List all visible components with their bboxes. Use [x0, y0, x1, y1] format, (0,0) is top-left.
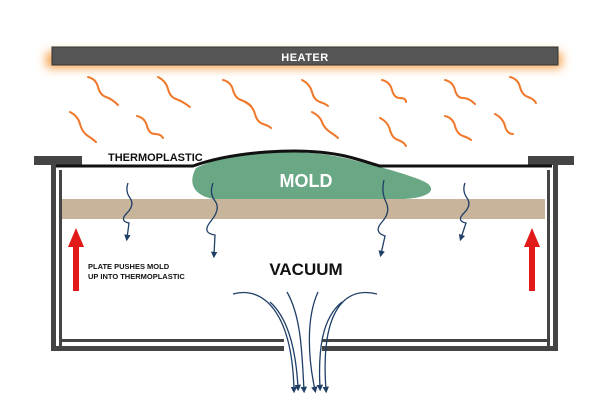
air-flow-arrow-icon: [458, 182, 470, 242]
air-flow-arrow-icon: [322, 292, 378, 394]
air-flow-arrow-icon: [316, 301, 343, 392]
bottom-left-wall-inner: [59, 339, 284, 342]
right-wall: [553, 165, 558, 351]
air-flow-arrow-icon: [206, 182, 218, 259]
heat-wave-icon: [157, 76, 191, 108]
air-flow-arrow-icon: [122, 182, 133, 242]
left-wall: [51, 165, 56, 351]
mold: [192, 152, 432, 199]
heater: HEATER: [46, 46, 562, 68]
heat-wave-icon: [87, 76, 119, 106]
bottom-right-wall-inner: [322, 339, 550, 342]
left-up-arrow-icon: [68, 228, 84, 291]
heat-wave-icon: [494, 113, 514, 135]
plate: [62, 199, 545, 219]
heat-wave-icon: [509, 76, 537, 104]
heat-wave-icon: [311, 111, 339, 139]
thermoplastic-sheet: [56, 149, 552, 168]
left-clamp: [34, 156, 82, 165]
heat-wave-icon: [244, 101, 272, 129]
air-flow-arrow-icon: [286, 291, 308, 394]
bottom-right-wall: [322, 346, 558, 351]
vacuum-label: VACUUM: [269, 260, 342, 279]
heat-wave-icon: [444, 115, 472, 141]
air-flow-arrow-icon: [232, 292, 298, 394]
heat-waves: [69, 76, 537, 147]
right-up-arrow-icon: [524, 228, 540, 291]
heat-wave-icon: [381, 79, 407, 103]
left-wall-inner: [59, 170, 62, 351]
right-wall-inner: [547, 170, 550, 351]
air-flow-arrow-icon: [269, 301, 302, 392]
plate-caption-line-1: PLATE PUSHES MOLD: [88, 262, 170, 271]
plate-caption-line-2: UP INTO THERMOPLASTIC: [88, 272, 185, 281]
thermoplastic-label: THERMOPLASTIC: [108, 152, 203, 164]
heater-label: HEATER: [281, 52, 328, 64]
heat-wave-icon: [136, 115, 164, 139]
air-flow-arrow-icon: [377, 179, 389, 258]
air-flow-arrow-icon: [308, 291, 319, 394]
heat-wave-icon: [301, 79, 329, 107]
right-clamp: [528, 156, 574, 165]
heater-bar: [51, 46, 559, 66]
air-flow: [122, 179, 470, 394]
heat-wave-icon: [379, 117, 407, 147]
vacuum-chamber: [34, 156, 574, 351]
bottom-left-wall: [51, 346, 284, 351]
heat-wave-icon: [69, 111, 97, 143]
mold-label: MOLD: [280, 171, 333, 191]
heat-wave-icon: [444, 79, 476, 105]
